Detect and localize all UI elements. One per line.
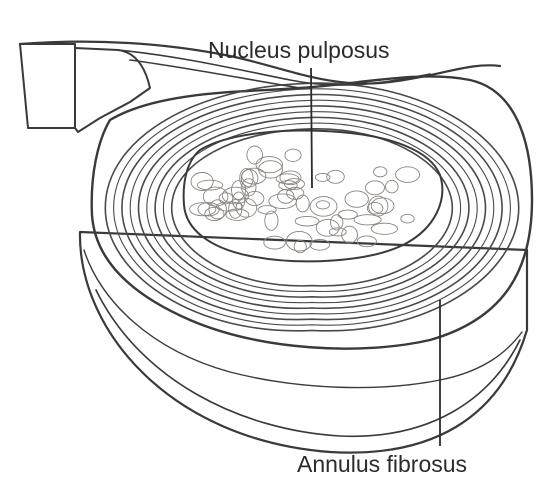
nucleus-cell — [374, 167, 387, 177]
nucleus-cell — [345, 191, 368, 207]
nucleus-pulposus-label: Nucleus pulposus — [208, 37, 390, 63]
nucleus-cell — [295, 216, 319, 226]
nucleus-cell — [357, 236, 376, 247]
nucleus-cell — [338, 210, 357, 219]
nucleus-cell — [247, 146, 263, 164]
annulus-fibrosus-label: Annulus fibrosus — [297, 451, 467, 477]
nucleus-cell — [190, 203, 216, 216]
nucleus-leader-line — [311, 68, 312, 188]
nucleus-cell — [296, 195, 309, 212]
nucleus-cell — [396, 167, 420, 183]
nucleus-cell — [316, 201, 329, 209]
nucleus-cell — [264, 236, 286, 249]
nucleus-cell — [280, 171, 301, 185]
nucleus-cell — [386, 180, 399, 193]
nucleus-cell — [371, 223, 397, 234]
nucleus-cell — [327, 170, 345, 183]
nucleus-cell — [310, 197, 337, 217]
nucleus-cell — [366, 181, 385, 195]
nucleus-cell — [285, 149, 301, 161]
nucleus-cell — [401, 214, 414, 223]
nucleus-cell — [232, 181, 246, 200]
nucleus-cell — [278, 190, 294, 204]
